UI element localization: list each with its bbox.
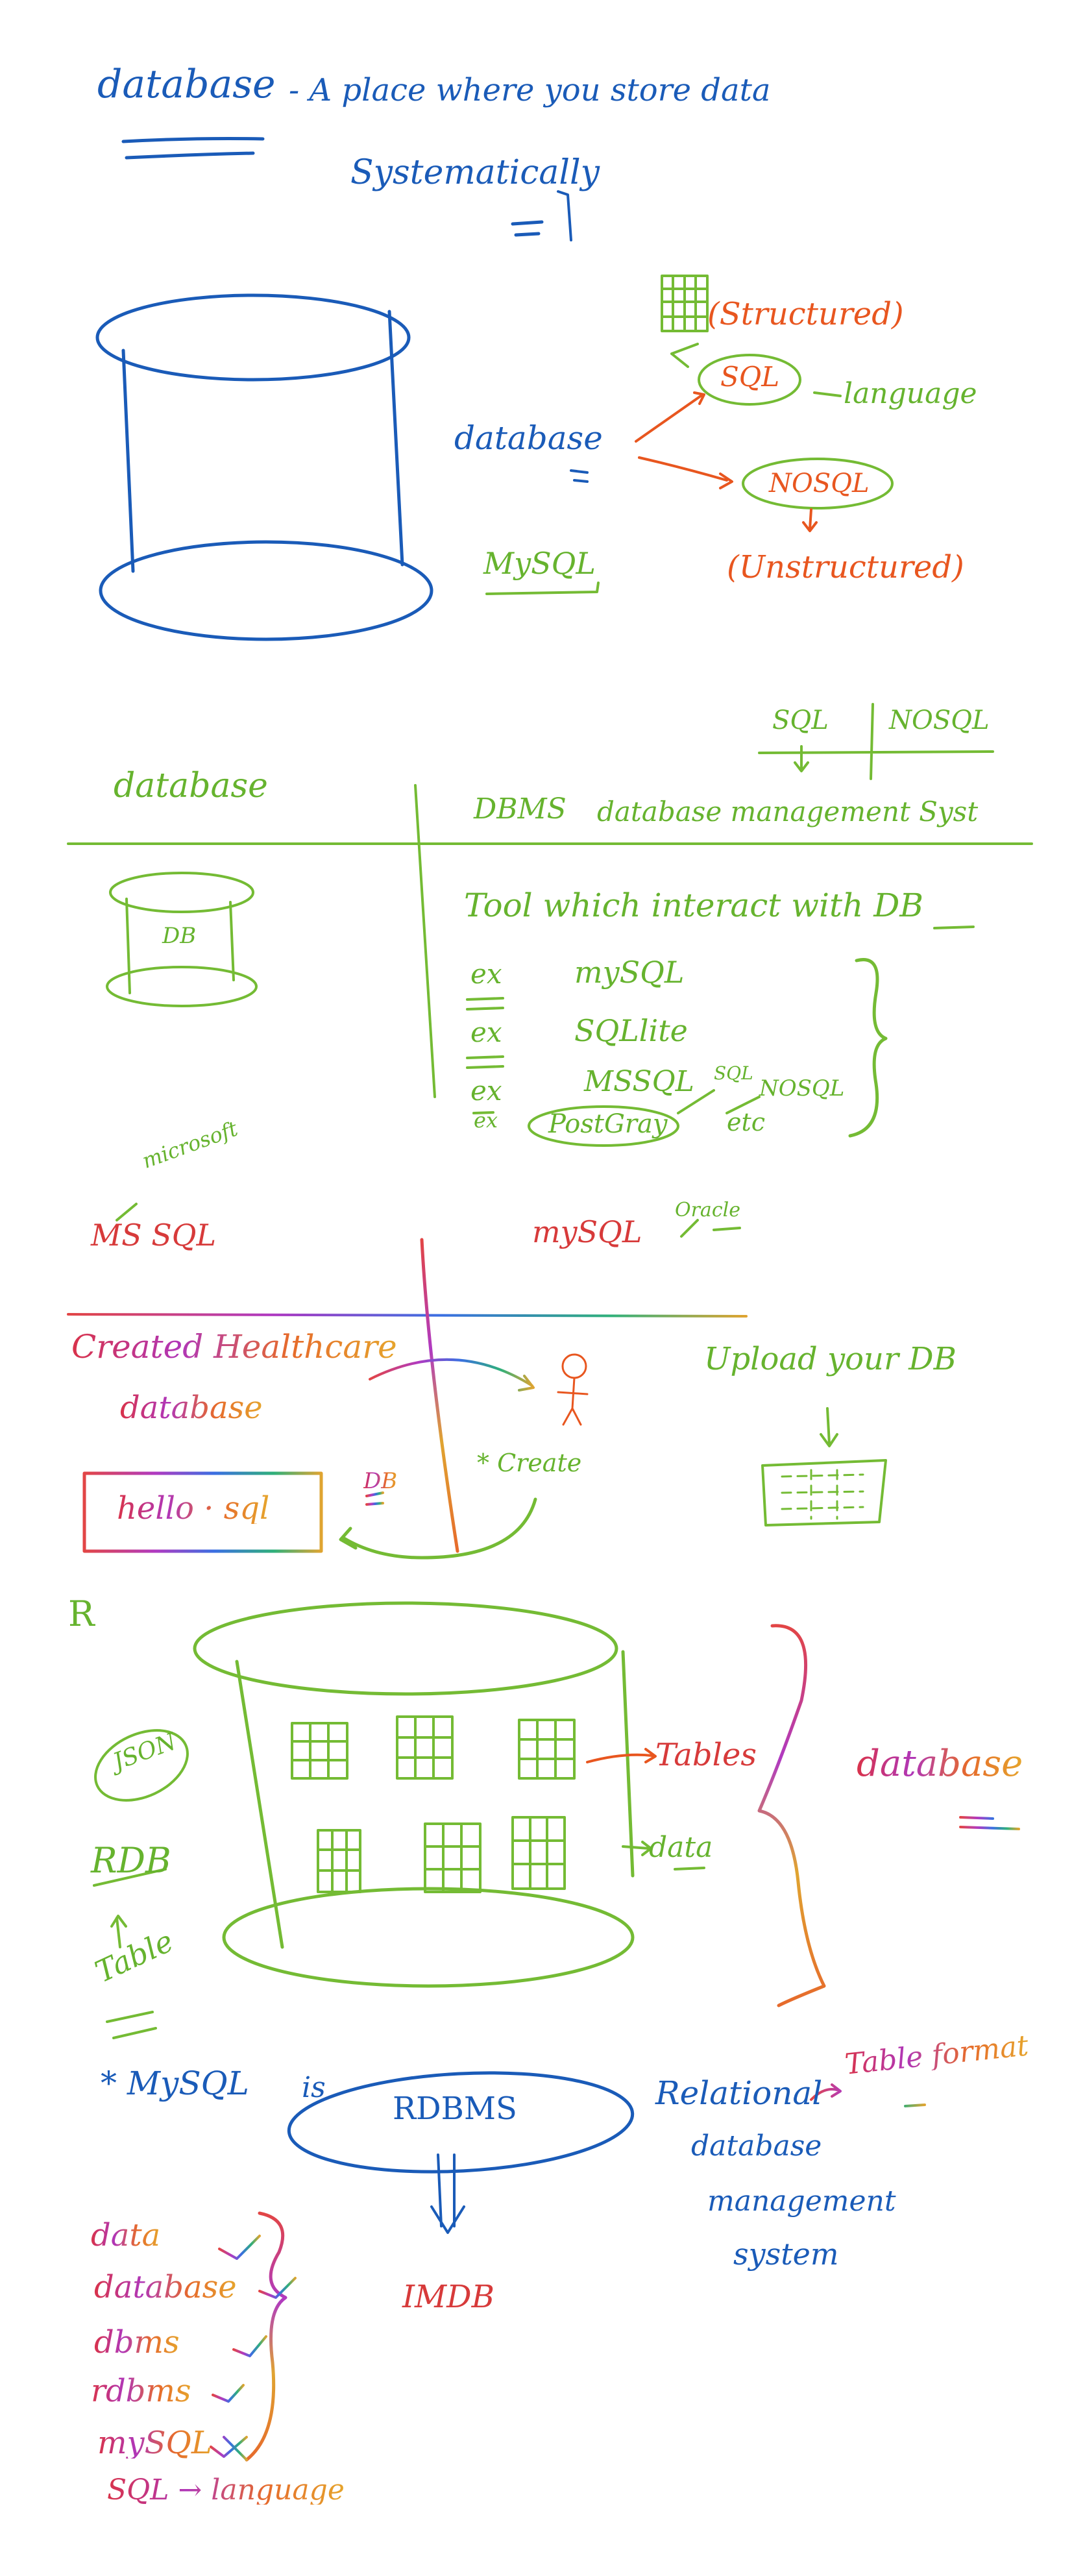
label-database-healthcare: database bbox=[120, 1390, 263, 1426]
definition-line2: Systematically bbox=[350, 153, 600, 192]
label-imdb: IMDB bbox=[402, 2279, 494, 2315]
checklist-item: dbms bbox=[94, 2324, 180, 2361]
label-database-right: database bbox=[857, 1743, 1023, 1785]
checklist-item: data bbox=[91, 2217, 161, 2253]
label-sql: SQL bbox=[720, 361, 780, 393]
label-tables: Tables bbox=[655, 1737, 757, 1773]
label-relational: Relational bbox=[655, 2074, 823, 2112]
label-oracle: Oracle bbox=[675, 1199, 740, 1221]
ex3-name: MSSQL bbox=[584, 1065, 694, 1098]
label-unstructured: (Unstructured) bbox=[727, 549, 964, 585]
label-data: data bbox=[649, 1831, 713, 1864]
label-dbms-definition: database management Syst bbox=[597, 796, 979, 828]
label-db-arrow: DB bbox=[363, 1468, 398, 1494]
ex1-name: mySQL bbox=[574, 955, 685, 990]
checklist-item: SQL → language bbox=[107, 2473, 345, 2507]
label-small-nosql: NOSQL bbox=[759, 1075, 845, 1101]
checklist-item: database bbox=[94, 2269, 237, 2305]
cylinder-top bbox=[95, 293, 411, 382]
label-etc: etc bbox=[727, 1108, 766, 1136]
label-system: system bbox=[733, 2237, 839, 2272]
label-small-sql: SQL bbox=[714, 1062, 753, 1084]
label-create: * Create bbox=[477, 1449, 582, 1477]
tchart-nosql: NOSQL bbox=[889, 705, 990, 735]
label-structured: (Structured) bbox=[707, 296, 904, 332]
label-tool: Tool which interact with DB bbox=[464, 887, 924, 924]
label-database-center: database bbox=[454, 419, 603, 457]
ex2-name: SQLlite bbox=[574, 1013, 688, 1048]
label-rdb: RDB bbox=[91, 1840, 171, 1881]
label-hello-sql: hello · sql bbox=[117, 1490, 270, 1527]
ex1-prefix: ex bbox=[470, 958, 502, 990]
checklist-item: mySQL bbox=[97, 2425, 212, 2461]
checklist-item: rdbms bbox=[91, 2373, 191, 2409]
label-nosql: NOSQL bbox=[769, 469, 870, 498]
label-upload: Upload your DB bbox=[704, 1341, 957, 1377]
label-r: R bbox=[68, 1593, 95, 1634]
ex2-prefix: ex bbox=[470, 1016, 502, 1048]
label-rdbms: RDBMS bbox=[393, 2091, 517, 2127]
tchart-sql: SQL bbox=[772, 705, 829, 735]
ex4-name: PostGray bbox=[548, 1109, 668, 1139]
label-is: is bbox=[302, 2071, 326, 2104]
label-mysql: MySQL bbox=[483, 546, 596, 581]
label-database-rdbms: database bbox=[691, 2129, 822, 2163]
definition-line1: - A place where you store data bbox=[289, 72, 771, 108]
label-mssql: MS SQL bbox=[91, 1218, 217, 1253]
label-created-healthcare: Created Healthcare bbox=[71, 1328, 397, 1366]
label-database-left: database bbox=[114, 767, 268, 805]
label-star-mysql: * MySQL bbox=[101, 2065, 249, 2102]
heading-database: database bbox=[97, 62, 276, 107]
ex4-prefix: ex bbox=[474, 1108, 498, 1133]
label-mysql-red: mySQL bbox=[532, 1214, 642, 1249]
label-db-small: DB bbox=[162, 923, 197, 949]
label-management: management bbox=[707, 2185, 896, 2218]
label-dbms: DBMS bbox=[474, 792, 567, 826]
label-language: language bbox=[844, 377, 977, 410]
ex3-prefix: ex bbox=[470, 1075, 502, 1107]
